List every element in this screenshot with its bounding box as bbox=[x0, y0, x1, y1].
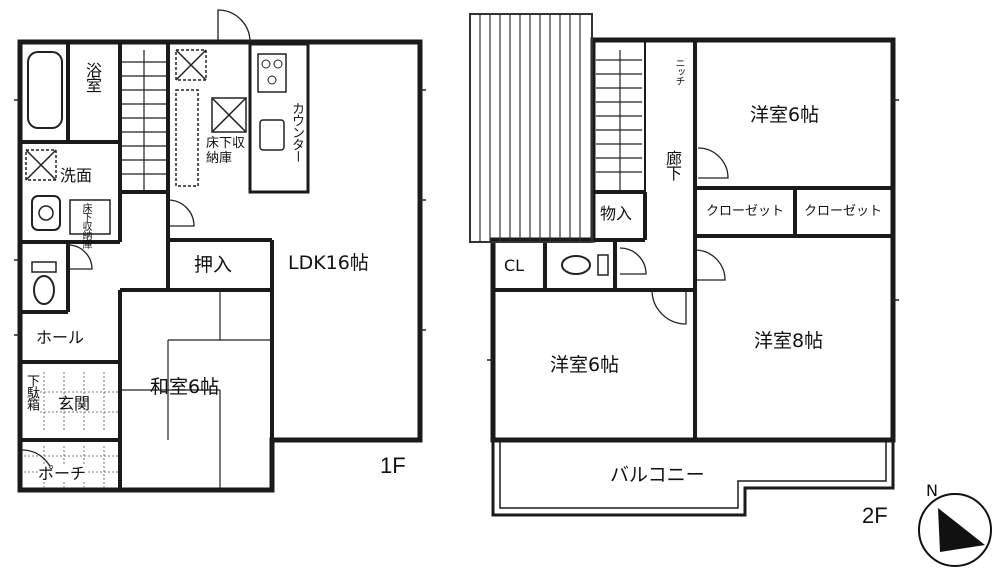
floor2-label: 2F bbox=[862, 503, 888, 528]
youshitsu-sw-label: 洋室6帖 bbox=[550, 354, 620, 376]
youshitsu-se-label: 洋室8帖 bbox=[754, 330, 824, 352]
porch-label: ポーチ bbox=[38, 464, 87, 483]
geta-label: 下駄箱 bbox=[24, 374, 39, 410]
hallway-label: 廊下 bbox=[663, 150, 682, 180]
washroom-label: 洗面 bbox=[60, 166, 93, 185]
counter-label: カウンター bbox=[289, 102, 304, 162]
ldk-label: LDK16帖 bbox=[288, 252, 369, 274]
genkan-label: 玄関 bbox=[58, 394, 91, 413]
closet-right-label: クローゼット bbox=[804, 204, 883, 219]
youshitsu-ne-label: 洋室6帖 bbox=[750, 104, 820, 126]
storage-label: 物入 bbox=[600, 204, 633, 223]
compass-north-label: N bbox=[926, 481, 938, 500]
balcony-label: バルコニー bbox=[610, 464, 705, 486]
1f-outer-wall bbox=[17, 39, 423, 493]
cl-label: CL bbox=[504, 256, 525, 275]
closet-left-label: クローゼット bbox=[706, 204, 785, 219]
niche-label: ニッチ bbox=[673, 58, 684, 85]
underfloor-storage-label: 床下収納庫 bbox=[206, 136, 246, 166]
hall-label: ホール bbox=[36, 328, 85, 347]
underfloor-small-label: 床下収納庫 bbox=[80, 203, 91, 248]
washitsu-label: 和室6帖 bbox=[150, 376, 220, 398]
bath-label: 浴室 bbox=[83, 62, 102, 92]
oshiire-label: 押入 bbox=[194, 254, 233, 276]
compass bbox=[918, 493, 992, 567]
floor1-label: 1F bbox=[380, 453, 406, 478]
